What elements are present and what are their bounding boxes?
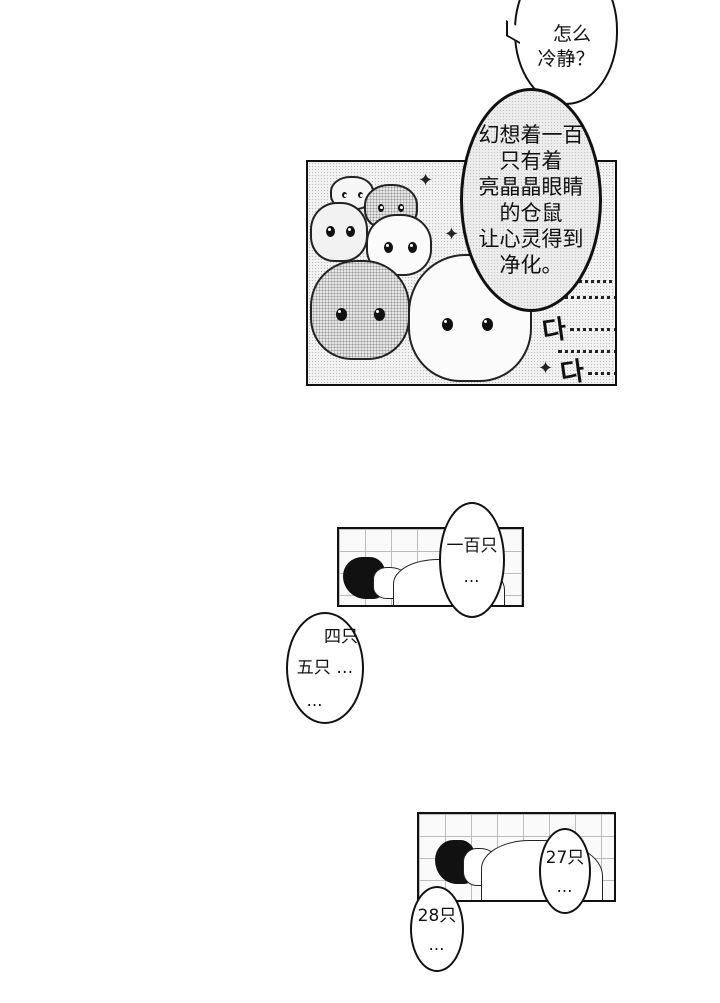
bubble-text-line: 让心灵得到 (478, 227, 584, 251)
speed-line (588, 372, 615, 375)
speed-line (570, 328, 615, 331)
sfx-da: 다 (558, 356, 587, 386)
bubble-ellipsis: … (463, 566, 481, 586)
bubble-text-line: 五只 … (296, 658, 354, 678)
speed-line (558, 296, 615, 299)
speech-bubble-fantasy: 幻想着一百 只有着 亮晶晶眼睛 的仓鼠 让心灵得到 净化。 (460, 88, 602, 312)
sparkle-icon: ✦ (444, 224, 460, 245)
speech-bubble-four-five: 四只 五只 … … (286, 612, 364, 724)
speech-bubble-one-hundred: 一百只 … (439, 502, 505, 618)
bubble-text-line: 一百只 (446, 535, 498, 556)
bubble-text-line: 净化。 (499, 253, 563, 277)
bubble-ellipsis: … (428, 934, 446, 954)
hamster-big-left (310, 260, 410, 360)
speech-bubble-twenty-seven: 27只 … (539, 828, 591, 914)
bubble-ellipsis: … (556, 876, 574, 896)
speech-bubble-twenty-eight: 28只 … (410, 886, 464, 972)
bubble-text-line: 幻想着一百 (478, 123, 584, 147)
bubble-text-line: 四只 (324, 627, 358, 647)
bubble-text-line: 27只 (545, 847, 585, 868)
sfx-da: 다 (540, 314, 569, 348)
hamster-left-middle (310, 202, 368, 262)
bubble-text-line: 的仓鼠 (499, 201, 563, 225)
sparkle-icon: ✦ (418, 170, 434, 191)
bubble-text-line: 亮晶晶眼睛 (478, 175, 584, 199)
speech-bubble-how-calm: 怎么 冷静？ (514, 0, 618, 105)
speed-line (558, 350, 615, 353)
bubble-text-line: 冷静？ (537, 47, 595, 70)
sparkle-icon: ✦ (538, 358, 554, 379)
bubble-text-line: 只有着 (499, 149, 563, 173)
bubble-ellipsis: … (306, 691, 324, 710)
bubble-text-line: 28只 (417, 905, 457, 926)
bubble-text-line: 怎么 (552, 22, 591, 45)
speed-line (548, 280, 615, 283)
